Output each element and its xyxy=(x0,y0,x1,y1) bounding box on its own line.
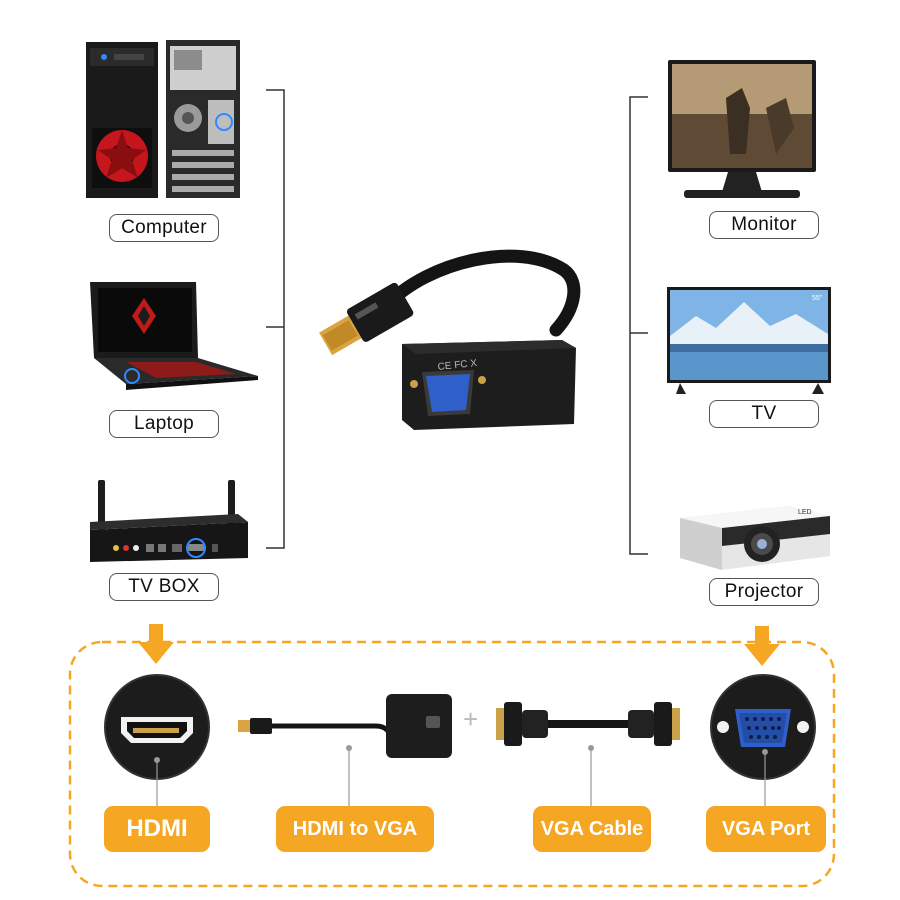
monitor-label: Monitor xyxy=(709,211,819,239)
plus-sign: + xyxy=(463,704,479,734)
adapter-marking: CE FC X xyxy=(437,358,478,373)
monitor-image xyxy=(666,58,818,204)
laptop-image xyxy=(86,280,261,392)
svg-text:55": 55" xyxy=(812,295,823,302)
hdmi-port-image xyxy=(103,673,211,781)
computer-image xyxy=(84,38,244,200)
hdmi-label: HDMI xyxy=(104,806,210,852)
vga-cable-image xyxy=(494,696,682,752)
hdmi-vga-adapter-image: CE FC X xyxy=(318,248,582,432)
vga-cable-label: VGA Cable xyxy=(533,806,651,852)
small-adapter-image xyxy=(236,690,454,762)
hdmi-to-vga-label: HDMI to VGA xyxy=(276,806,434,852)
tvbox-image xyxy=(88,478,250,566)
arrow-down-icon xyxy=(744,626,780,666)
laptop-label: Laptop xyxy=(109,410,219,438)
computer-label: Computer xyxy=(109,214,219,242)
svg-text:LED: LED xyxy=(798,509,812,516)
vga-port-image xyxy=(709,673,817,781)
tv-label: TV xyxy=(709,400,819,428)
vga-port-label: VGA Port xyxy=(706,806,826,852)
arrow-down-icon xyxy=(138,624,174,664)
tv-image: 55" xyxy=(666,286,832,396)
projector-image: LED xyxy=(678,494,834,574)
projector-label: Projector xyxy=(709,578,819,606)
tvbox-label: TV BOX xyxy=(109,573,219,601)
